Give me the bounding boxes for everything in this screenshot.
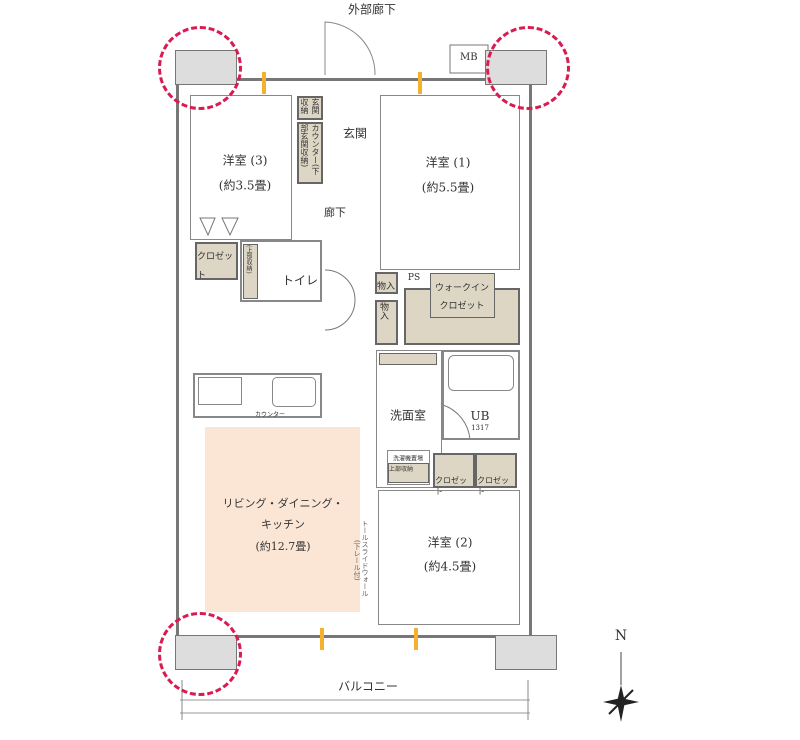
room-western-1-label: 洋室 (1): [425, 155, 471, 170]
closet-western-2-a: クロゼット: [433, 453, 475, 496]
ldk-label-2: キッチン: [261, 518, 305, 531]
washroom-upper-storage: [379, 353, 437, 365]
storage-1: 物入: [375, 272, 398, 294]
outer-wall: [176, 78, 532, 638]
ldk-size: (約12.7畳): [255, 540, 311, 553]
stove-icon: [198, 377, 242, 405]
corridor-label: 外部廊下: [347, 2, 397, 17]
vent-icon: [418, 72, 422, 94]
lower-rail-label: (下レール付): [353, 540, 361, 581]
highlight-circle-sw: [158, 612, 242, 696]
mb-box: MB: [460, 52, 478, 63]
washroom: [376, 350, 442, 488]
room-western-2-label: 洋室 (2): [427, 535, 473, 550]
kitchen-counter: [193, 373, 322, 418]
room-western-3: [190, 95, 292, 240]
walk-in-closet-label-2: クロゼット: [439, 301, 485, 312]
vent-icon: [320, 628, 324, 650]
sink-icon: [272, 377, 316, 407]
closet-western-2-b: クロゼット: [475, 453, 517, 496]
storage-2: 物入: [375, 300, 398, 345]
ub-label: UB: [470, 409, 490, 423]
walk-in-closet-inner: [430, 273, 495, 318]
room-western-3-label: 洋室 (3): [222, 153, 268, 168]
washer-space: [387, 450, 430, 485]
hallway-label: 廊下: [324, 206, 346, 219]
vent-icon: [414, 628, 418, 650]
room-western-3-size: (約3.5畳): [218, 178, 272, 193]
toilet-upper-storage: (上部収納): [243, 244, 258, 299]
entrance-storage: 玄関収納: [297, 96, 323, 120]
vent-icon: [262, 72, 266, 94]
room-western-2-size: (約4.5畳): [423, 559, 477, 574]
room-western-1-size: (約5.5畳): [421, 180, 475, 195]
column-se: [495, 635, 557, 670]
washer-upper-storage: 上部収納: [388, 463, 429, 483]
ldk-label-1: リビング・ダイニング・: [222, 497, 344, 510]
toilet-room: [240, 240, 322, 302]
washroom-label: 洗面室: [389, 408, 427, 423]
compass-icon: [603, 652, 639, 722]
bathtub-icon: [448, 355, 514, 391]
room-western-2: [378, 490, 520, 625]
balcony-label: バルコニー: [338, 679, 398, 694]
counter-storage: カウンター(下部玄関収納): [297, 122, 323, 184]
room-western-1: [380, 95, 520, 270]
washer-label: 洗濯機置場: [392, 455, 424, 463]
compass-north-label: N: [614, 628, 628, 644]
closet-western-3: クロゼット: [195, 242, 238, 281]
toilet-label: トイレ: [281, 273, 319, 288]
highlight-circle-ne: [486, 26, 570, 110]
unit-bath: [442, 350, 520, 440]
kitchen-counter-label: カウンター: [254, 411, 286, 419]
ldk-area: [205, 427, 360, 612]
tall-slide-wall-label: トールスライドウォール: [361, 520, 369, 597]
walk-in-closet-label-1: ウォークイン: [434, 283, 490, 294]
highlight-circle-nw: [158, 26, 242, 110]
entrance-label: 玄関: [342, 126, 368, 141]
ps-label: PS: [407, 273, 421, 283]
ub-size: 1317: [471, 424, 489, 432]
